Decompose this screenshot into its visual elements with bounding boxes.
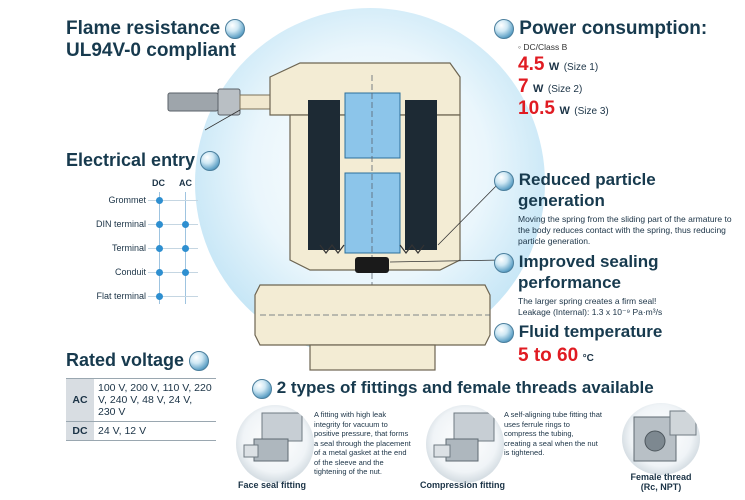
particle-title1: Reduced particle: [518, 170, 656, 189]
fluid-title: Fluid temperature: [518, 322, 663, 341]
fluid-value: 5 to 60: [518, 344, 579, 366]
power-size: (Size 1): [563, 62, 599, 73]
compression-fitting-icon: [433, 412, 495, 462]
table-row: DC 24 V, 12 V: [66, 421, 216, 441]
female-thread-icon: [633, 410, 697, 462]
fluid-unit: °C: [582, 352, 594, 364]
core-top: [344, 92, 401, 159]
compression-desc: A self-aligning tube fitting that uses f…: [504, 410, 602, 457]
dc-mark-icon: [156, 221, 163, 228]
particle-section: Reduced particle generation Moving the s…: [494, 170, 742, 247]
cable-stem: [239, 94, 271, 110]
dc-mark-icon: [156, 269, 163, 276]
ac-mark-icon: [182, 269, 189, 276]
sphere-bullet-icon: [200, 151, 221, 172]
power-value: 4.5: [518, 54, 545, 75]
voltage-key: AC: [66, 378, 94, 422]
spring-left: [319, 244, 345, 254]
compression-label: Compression fitting: [420, 480, 505, 490]
entry-label: Terminal: [111, 243, 146, 253]
voltage-title-text: Rated voltage: [66, 350, 185, 370]
coil-left: [308, 100, 340, 250]
power-item: 4.5 W (Size 1): [518, 54, 739, 76]
entry-label: DIN terminal: [95, 219, 146, 229]
flame-line1: Flame resistance: [66, 18, 221, 39]
particle-title2: generation: [518, 190, 605, 210]
dc-mark-icon: [156, 197, 163, 204]
female-label1: Female thread: [630, 472, 692, 482]
entry-label: Flat terminal: [96, 291, 146, 301]
voltage-value: 24 V, 12 V: [94, 421, 216, 441]
power-unit: W: [559, 105, 570, 117]
power-value: 10.5: [518, 98, 555, 119]
face-seal-label: Face seal fitting: [238, 480, 307, 490]
flame-title: Flame resistance UL94V-0 compliant: [66, 18, 246, 62]
power-size: (Size 2): [547, 84, 583, 95]
female-thread-label: Female thread (Rc, NPT): [622, 472, 700, 492]
valve-illustration: [167, 62, 503, 371]
table-row: AC 100 V, 200 V, 110 V, 220 V, 240 V, 48…: [66, 378, 216, 422]
power-size: (Size 3): [574, 106, 609, 117]
ac-mark-icon: [182, 221, 189, 228]
voltage-value: 100 V, 200 V, 110 V, 220 V, 240 V, 48 V,…: [94, 378, 216, 422]
power-item: 10.5 W (Size 3): [518, 98, 739, 120]
dc-mark-icon: [156, 293, 163, 300]
col-dc: DC: [152, 178, 165, 188]
ac-mark-icon: [182, 245, 189, 252]
valve-foot: [309, 344, 436, 371]
face-seal-fitting-icon: [243, 412, 303, 462]
face-seal-image: [236, 405, 314, 483]
voltage-title: Rated voltage: [66, 350, 210, 372]
power-value: 7: [518, 76, 529, 97]
voltage-table: AC 100 V, 200 V, 110 V, 220 V, 240 V, 48…: [66, 378, 216, 441]
female-thread-image: [622, 403, 700, 475]
power-item: 7 W (Size 2): [518, 76, 739, 98]
electrical-title-text: Electrical entry: [66, 150, 196, 170]
flame-line2: UL94V-0 compliant: [66, 40, 236, 61]
spring-right: [399, 244, 425, 254]
electrical-grid: DC AC Grommet DIN terminal Terminal Cond…: [66, 176, 216, 306]
entry-label: Conduit: [114, 267, 146, 277]
dc-mark-icon: [156, 245, 163, 252]
sealing-desc2: Leakage (Internal): 1.3 x 10⁻⁹ Pa·m³/s: [518, 306, 663, 317]
sealing-title1: Improved sealing: [518, 252, 659, 271]
sealing-section: Improved sealing performance The larger …: [494, 252, 742, 318]
sphere-bullet-icon: [225, 18, 246, 39]
fittings-title: 2 types of fittings and female threads a…: [252, 378, 654, 399]
sphere-bullet-icon: [494, 322, 514, 343]
sealing-desc1: The larger spring creates a firm seal!: [518, 295, 657, 306]
power-section: Power consumption: ◦ DC/Class B 4.5 W (S…: [494, 18, 739, 120]
fluid-section: Fluid temperature 5 to 60 °C: [494, 322, 742, 367]
entry-label: Grommet: [108, 195, 146, 205]
sphere-bullet-icon: [494, 252, 514, 273]
power-title: Power consumption:: [519, 18, 708, 39]
fittings-title-text: 2 types of fittings and female threads a…: [276, 378, 654, 397]
power-unit: W: [548, 61, 560, 73]
sphere-bullet-icon: [189, 351, 210, 372]
electrical-title: Electrical entry: [66, 150, 221, 172]
sealing-title2: performance: [518, 272, 621, 292]
voltage-key: DC: [66, 421, 94, 441]
valve-seal: [355, 257, 389, 273]
sphere-bullet-icon: [494, 170, 514, 191]
coil-right: [405, 100, 437, 250]
female-label2: (Rc, NPT): [640, 482, 682, 492]
power-unit: W: [533, 83, 544, 95]
cable-nut: [217, 88, 241, 116]
sphere-bullet-icon: [252, 378, 272, 399]
col-ac: AC: [179, 178, 192, 188]
cable-connector: [167, 92, 219, 112]
power-note: DC/Class B: [523, 42, 568, 52]
bullet-dot-icon: ◦: [518, 42, 522, 52]
core-bottom: [344, 172, 401, 254]
compression-image: [426, 405, 504, 483]
particle-desc: Moving the spring from the sliding part …: [518, 213, 732, 246]
sphere-bullet-icon: [494, 18, 514, 39]
face-seal-desc: A fitting with high leak integrity for v…: [314, 410, 411, 476]
